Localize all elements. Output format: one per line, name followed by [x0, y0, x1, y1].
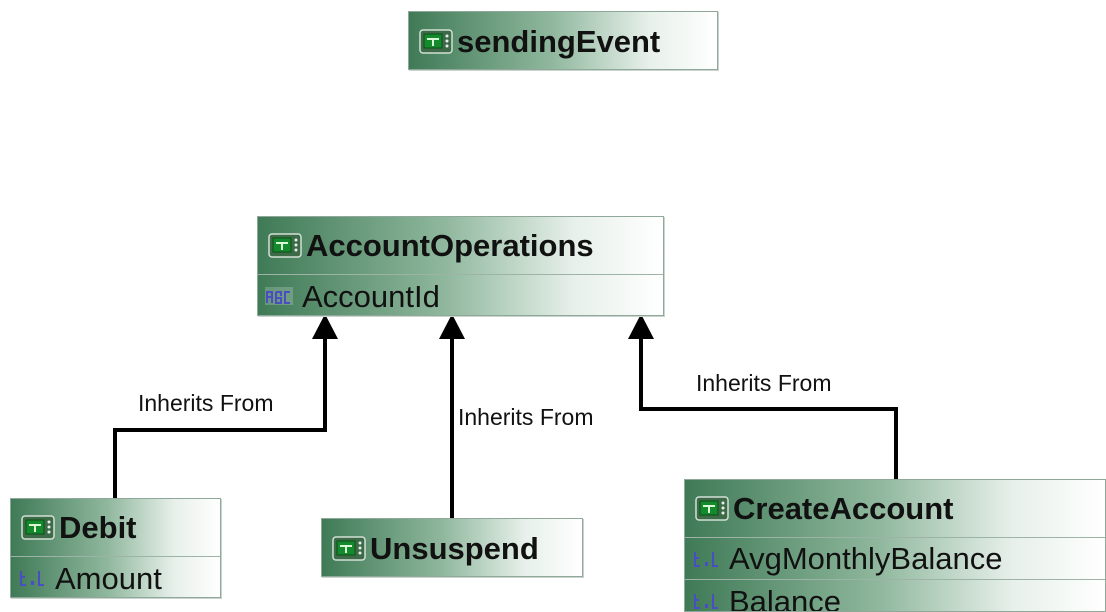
node-title-debit: Debit	[59, 510, 137, 545]
inheritance-line-createaccount	[639, 339, 898, 479]
edge-label-createaccount-inherits-from: Inherits From	[696, 370, 832, 396]
numeric-type-icon	[694, 551, 718, 567]
edge-label-unsuspend-inherits-from: Inherits From	[458, 404, 594, 430]
node-title-unsuspend: Unsuspend	[370, 530, 539, 566]
node-unsuspend-header: Unsuspend	[322, 519, 582, 576]
attribute-label-accountid: AccountId	[302, 278, 440, 314]
node-accountoperations-header: AccountOperations	[258, 217, 663, 275]
edge-label-debit-inherits-from: Inherits From	[138, 390, 274, 416]
node-debit[interactable]: Debit Amount	[10, 498, 221, 598]
node-debit-attribute-amount[interactable]: Amount	[11, 557, 220, 597]
node-unsuspend[interactable]: Unsuspend	[321, 518, 583, 577]
inheritance-arrowhead-debit	[312, 314, 338, 339]
node-createaccount-header: CreateAccount	[685, 480, 1105, 538]
attribute-label-balance: Balance	[729, 583, 842, 612]
class-icon	[332, 535, 366, 561]
numeric-type-icon	[20, 571, 44, 586]
node-debit-header: Debit	[11, 499, 220, 557]
class-icon	[695, 496, 729, 521]
node-accountoperations-attribute-accountid[interactable]: AccountId	[258, 275, 663, 315]
node-sendingevent[interactable]: sendingEvent	[408, 11, 718, 70]
inheritance-arrowhead-unsuspend	[439, 314, 465, 339]
node-createaccount[interactable]: CreateAccount AvgMonthlyBalance Balance	[684, 479, 1106, 612]
node-createaccount-attribute-balance[interactable]: Balance	[685, 580, 1105, 612]
class-icon	[21, 515, 55, 540]
node-createaccount-attribute-avgmonthlybalance[interactable]: AvgMonthlyBalance	[685, 538, 1105, 580]
string-type-icon	[265, 287, 293, 305]
node-sendingevent-header: sendingEvent	[409, 12, 717, 69]
node-title-sendingevent: sendingEvent	[457, 23, 661, 59]
node-accountoperations[interactable]: AccountOperations AccountId	[257, 216, 664, 316]
attribute-label-avgmonthlybalance: AvgMonthlyBalance	[729, 541, 1003, 576]
node-title-accountoperations: AccountOperations	[306, 228, 594, 263]
attribute-label-amount: Amount	[55, 560, 162, 596]
class-icon	[419, 28, 453, 54]
edge-createaccount-to-accountoperations	[628, 314, 898, 479]
class-icon	[268, 233, 302, 258]
numeric-type-icon	[694, 594, 718, 609]
node-title-createaccount: CreateAccount	[733, 491, 954, 526]
inheritance-line-debit	[113, 339, 327, 498]
inheritance-arrowhead-createaccount	[628, 314, 654, 339]
